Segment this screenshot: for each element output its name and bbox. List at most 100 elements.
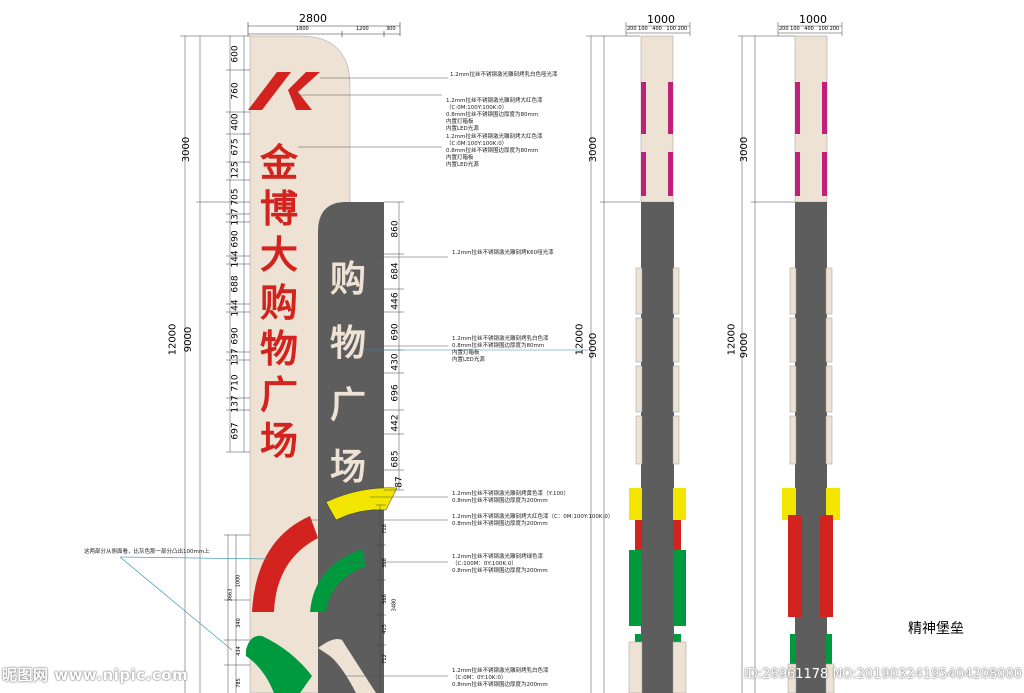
side1-lower-height: 9000 (588, 332, 600, 359)
right-seg-dim: 684 (390, 262, 401, 280)
main-title-char: 购 (260, 281, 299, 325)
main-title-char: 金 (260, 141, 299, 185)
right-seg-dim: 685 (390, 450, 401, 468)
side2-sub-dim: 400 (804, 26, 814, 32)
annotation-note: 1.2mm拉丝不锈钢激光雕刻烤大红色漆 （C:0M:100Y:100K:0） 0… (446, 134, 542, 169)
note-line: 0.8mm拉丝不锈钢围边厚度为80mm (446, 148, 539, 154)
top-width-dimension (247, 22, 401, 37)
note-line: 1.2mm拉丝不锈钢激光雕刻烤乳白色漆 (452, 336, 549, 342)
note-line: （C:0M:100Y:100K:0） (446, 141, 508, 147)
note-line: 0.8mm拉丝不锈钢围边厚度为200mm (452, 498, 548, 504)
left-seg-dim: 688 (230, 275, 241, 293)
side2-top-width: 1000 (799, 13, 827, 26)
side1-sub-dims: 200 100 400 100 200 (627, 26, 687, 32)
side2-total-height: 12000 (726, 323, 738, 356)
image-id: ID:26961178 NO:20190324195404208000 (743, 667, 1022, 682)
drawing-caption: 精神堡垒 (908, 621, 964, 637)
note-leader-lines (296, 77, 448, 677)
note-line: （C:100M：0Y:100K:0） (452, 561, 517, 567)
bottom-mid-dim: 368 (381, 558, 388, 568)
side2-magenta-panel-2-left (795, 152, 800, 196)
side2-red-band-right (820, 515, 833, 617)
side2-gray-core (795, 202, 827, 693)
left-seg-dim: 675 (230, 138, 241, 156)
side2-upper-height: 3000 (739, 136, 751, 163)
side1-upper-height: 3000 (588, 136, 600, 163)
side1-cream-core (640, 35, 674, 203)
side1-top-width: 1000 (647, 13, 675, 26)
annotation-note: 1.2mm拉丝不锈钢激光雕刻烤K60哑光漆 (452, 250, 554, 257)
side1-total-height: 12000 (574, 323, 586, 356)
annotation-note: 1.2mm拉丝不锈钢激光雕刻烤乳白色哑光漆 (450, 72, 557, 79)
top-width-label: 2800 (299, 12, 327, 25)
callout-lines (119, 349, 588, 651)
side1-sub-dim: 200 (677, 26, 688, 32)
right-seg-dim: 442 (390, 414, 401, 432)
side1-green-band-small-right (673, 634, 681, 642)
green-arc-band-lower (246, 635, 312, 693)
main-title-char: 博 (260, 187, 299, 231)
top-sub-dim-1: 1800 (296, 26, 309, 32)
side1-green-band-right (673, 550, 686, 626)
right-seg-dim: 690 (390, 323, 401, 341)
right-seg-dim: 87 (394, 476, 405, 488)
left-seg-dim: 760 (230, 82, 241, 100)
side2-yellow-band-left (782, 488, 796, 520)
note-line: 内置灯箱板 (452, 350, 480, 356)
sub-title-char: 物 (330, 323, 367, 364)
side2-red-band-left (788, 515, 802, 617)
side1-cream-base-right (672, 641, 687, 693)
note-line: 内置灯箱板 (446, 155, 474, 161)
side1-red-band-left (635, 520, 642, 550)
side1-sub-dim: 100 (638, 26, 648, 32)
left-seg-dim: 600 (230, 45, 241, 63)
side1-sub-dim: 400 (652, 26, 662, 32)
top-sub-dim-3: 300 (386, 26, 396, 32)
left-seg-dim: 697 (230, 422, 241, 440)
logo-k-icon (248, 72, 320, 110)
side1-red-band-right (673, 520, 681, 550)
side1-sub-dim: 100 (666, 26, 676, 32)
right-seg-dim: 696 (390, 384, 401, 402)
sub-title-char: 广 (330, 385, 367, 426)
side2-sub-dims: 200 100 400 100 200 (779, 26, 839, 32)
note-line: 0.8mm拉丝不锈钢围边厚度为200mm (452, 521, 548, 527)
left-seg-dim: 125 (230, 161, 241, 179)
side-view-1-dimensions (586, 22, 691, 693)
note-line: 1.2mm拉丝不锈钢激光雕刻烤K60哑光漆 (452, 250, 554, 256)
side1-magenta-panel-2-left (641, 152, 646, 196)
bottom-mid-dim: 566 (381, 594, 388, 604)
left-seg-dim: 137 (230, 395, 241, 413)
yellow-arc-band (325, 487, 398, 521)
note-line: 0.8mm拉丝不锈钢围边厚度为200mm (452, 682, 548, 688)
note-line: 0.8mm拉丝不锈钢围边厚度为200mm (452, 568, 548, 574)
right-seg-dim: 430 (390, 353, 401, 371)
bottom-left-dim: 434 (235, 646, 242, 656)
side2-cream-base-left (787, 663, 797, 693)
note-line: 1.2mm拉丝不锈钢激光雕刻烤大红色漆（C：0M:100Y:100K:0） (452, 514, 614, 520)
side1-yellow-band-right (673, 488, 686, 520)
total-height-label: 12000 (167, 323, 179, 356)
side1-green-band-small-left (635, 634, 642, 642)
side1-sub-dim: 200 (627, 26, 637, 32)
left-seg-dim: 690 (230, 230, 241, 248)
side2-cream-letter-boxes (789, 267, 833, 465)
note-line: 0.8mm拉丝不锈钢围边厚度为80mm (452, 343, 545, 349)
watermark: 昵图网 www.nipic.com (2, 666, 189, 684)
note-line: 1.2mm拉丝不锈钢激光雕刻烤大红色漆 (446, 98, 543, 104)
left-seg-dim: 710 (230, 374, 241, 392)
side1-yellow-band-left (629, 488, 642, 520)
bottom-mid-dim: 3480 (391, 598, 398, 612)
white-arc-band (318, 639, 376, 693)
left-seg-dim: 137 (230, 208, 241, 226)
side1-magenta-panel-1-right (668, 82, 673, 134)
side2-magenta-panel-1-left (795, 82, 800, 134)
side1-cream-letter-boxes (635, 267, 680, 465)
note-line: 内置LED光源 (446, 162, 479, 168)
side2-cream-base-right (825, 663, 835, 693)
note-line: （C:0M:100Y:100K:0） (446, 105, 508, 111)
side1-green-band-left (629, 550, 642, 626)
left-seg-dim: 400 (230, 113, 241, 131)
